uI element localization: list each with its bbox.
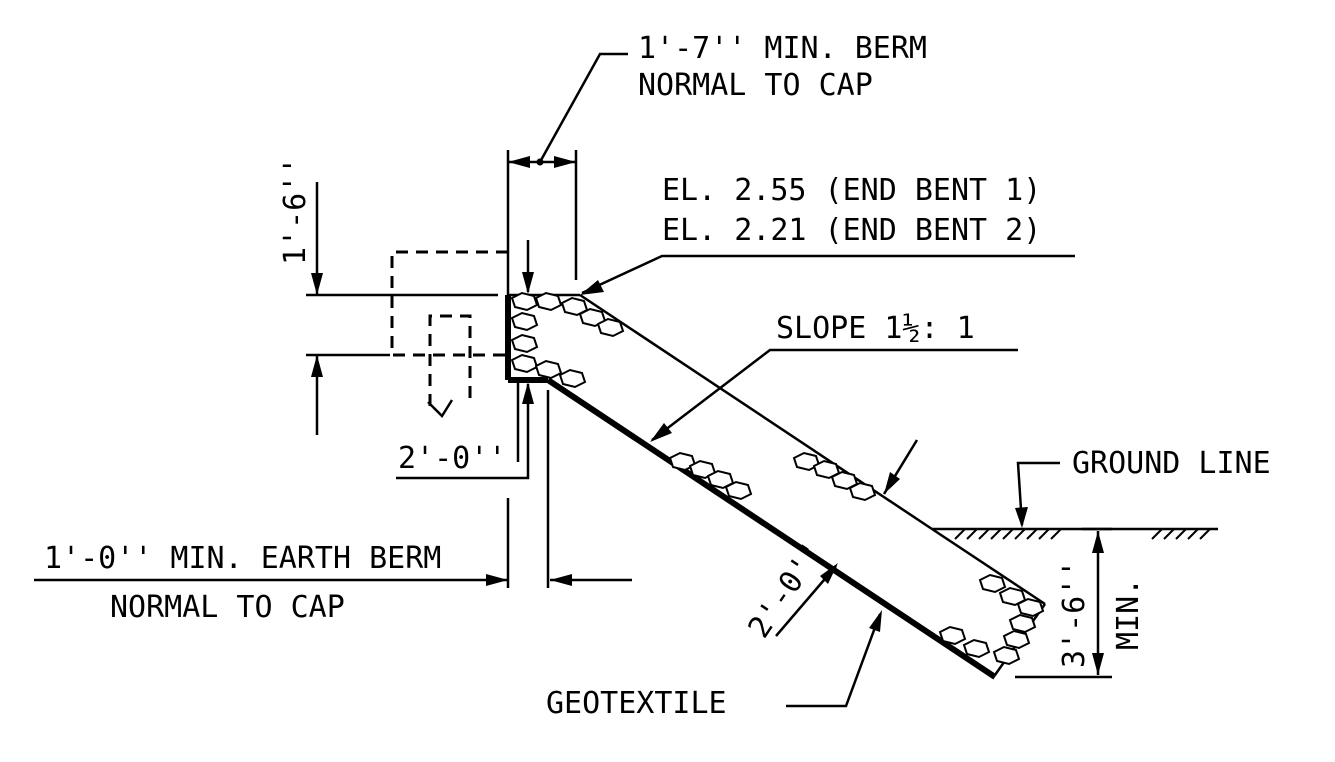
ground-line-label: GROUND LINE xyxy=(1072,446,1271,481)
elevation-bent1-label: EL. 2.55 (END BENT 1) xyxy=(662,173,1041,208)
toe-depth-dimension: 3'-6'' xyxy=(1057,560,1092,668)
ground-line xyxy=(932,527,1218,540)
earth-berm-label-1: 1'-0'' MIN. EARTH BERM xyxy=(44,541,441,576)
riprap-thickness-dimension: 2'-0'' xyxy=(742,535,832,644)
berm-min-label-2: NORMAL TO CAP xyxy=(638,68,873,103)
geotextile-label: GEOTEXTILE xyxy=(546,686,727,721)
cap-height-dimension: 1'-6'' xyxy=(278,157,313,265)
berm-min-label-1: 1'-7'' MIN. BERM xyxy=(638,31,927,66)
cap-outline xyxy=(390,250,508,418)
earth-berm-label-2: NORMAL TO CAP xyxy=(110,590,345,625)
riprap-stones xyxy=(510,291,1045,666)
slope-label: SLOPE 1½: 1 xyxy=(776,311,975,346)
cap-offset-dimension: 2'-0'' xyxy=(398,441,506,476)
elevation-bent2-label: EL. 2.21 (END BENT 2) xyxy=(662,213,1041,248)
leader-lines xyxy=(34,52,1112,708)
toe-depth-min-label: MIN. xyxy=(1111,578,1146,650)
